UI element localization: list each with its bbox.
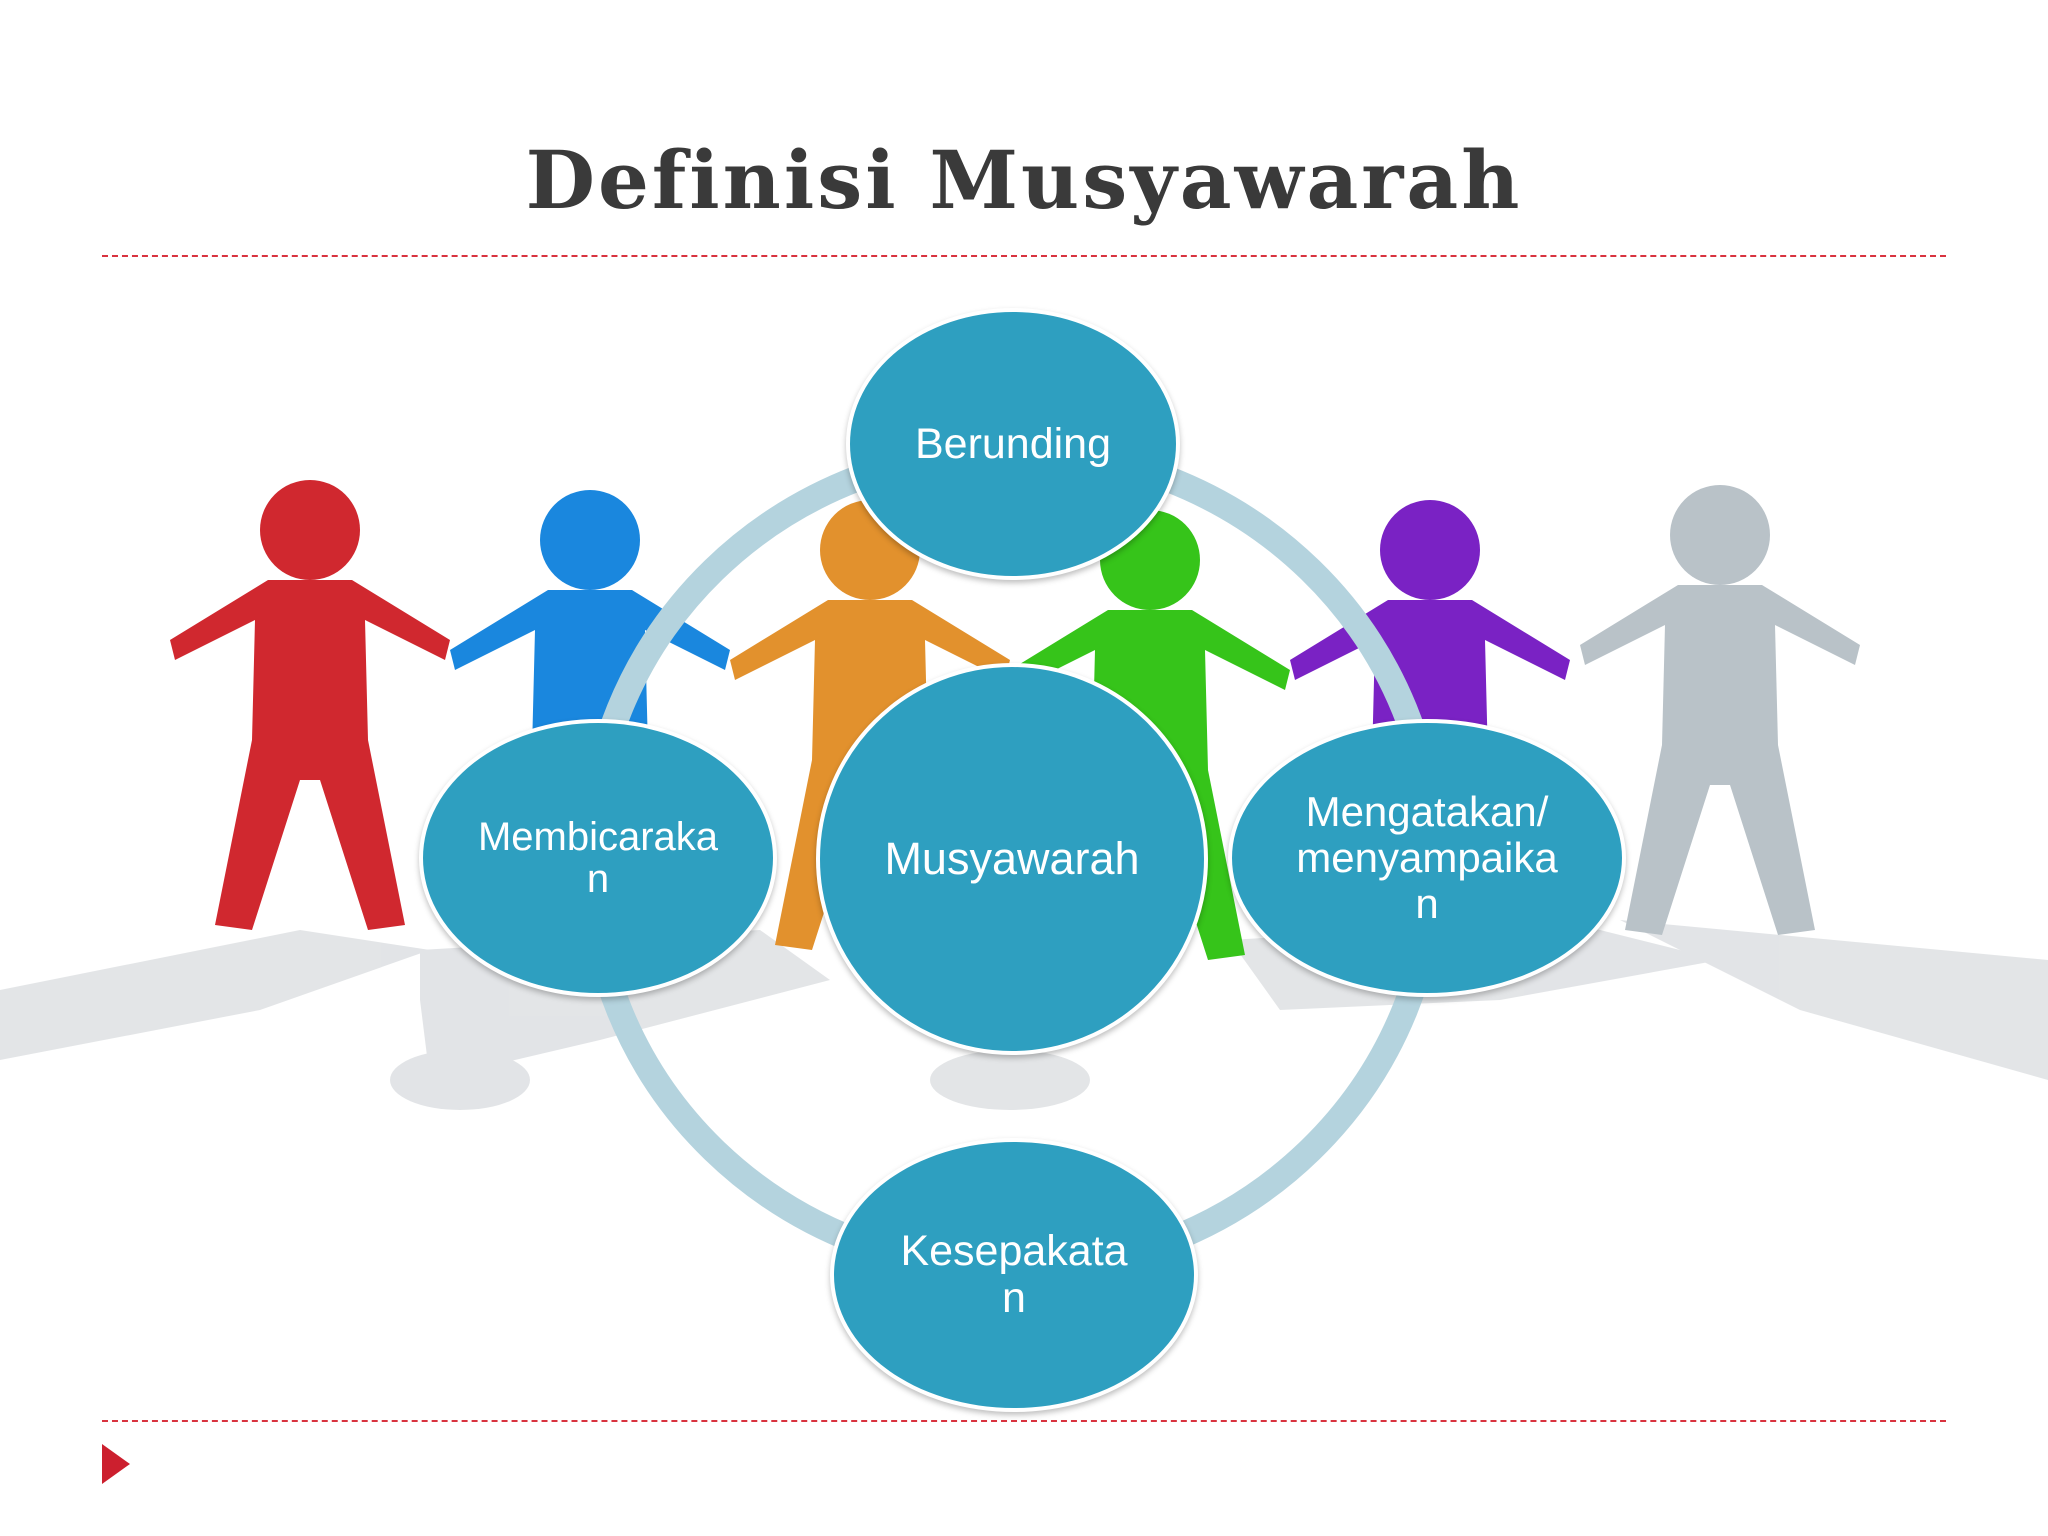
node-bottom: Kesepakatan	[830, 1138, 1198, 1412]
node-right-label: Mengatakan/ menyampaikan	[1296, 787, 1558, 928]
node-left: Membicarakan	[419, 719, 777, 997]
red-triangle-bullet-icon	[102, 1444, 130, 1484]
node-right: Mengatakan/ menyampaikan	[1228, 719, 1626, 997]
node-center: Musyawarah	[816, 663, 1208, 1055]
footer-divider	[102, 1420, 1946, 1422]
node-bottom-label: Kesepakatan	[900, 1226, 1128, 1322]
node-left-label: Membicarakan	[477, 815, 719, 901]
title-divider	[102, 255, 1946, 257]
node-top: Berunding	[846, 308, 1180, 580]
node-center-label: Musyawarah	[884, 833, 1140, 884]
node-top-label: Berunding	[914, 419, 1112, 468]
page-title: Definisi Musyawarah	[525, 133, 1523, 227]
